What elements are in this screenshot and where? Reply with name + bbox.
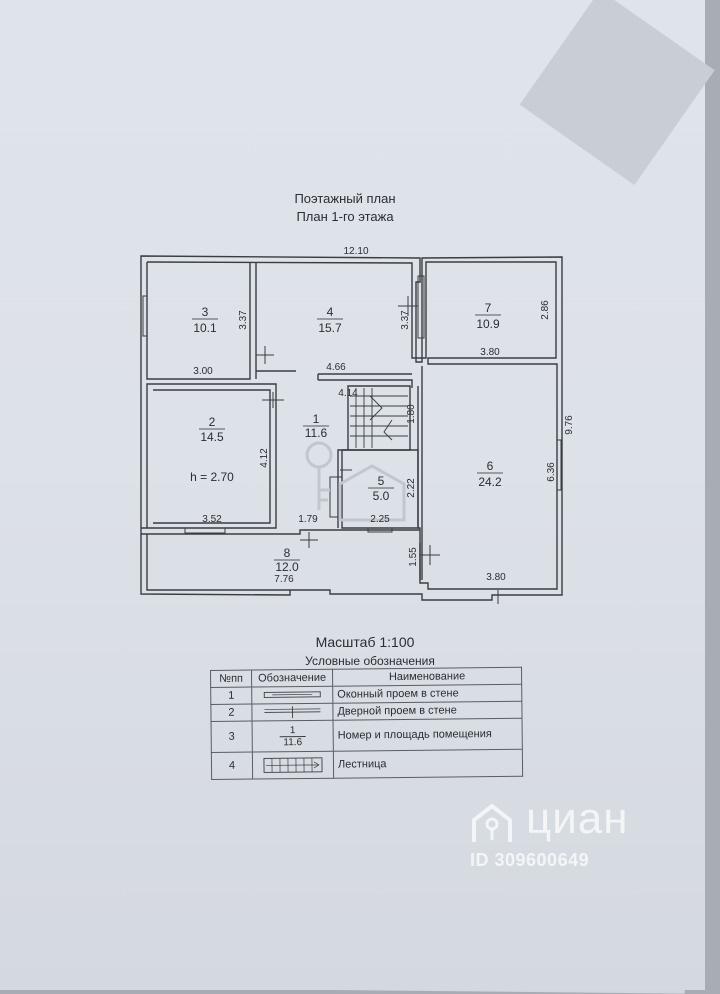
legend-row-name: Номер и площадь помещения	[333, 718, 522, 751]
window-r7-left	[418, 276, 424, 338]
dim-r2-height: 4.12	[259, 448, 270, 468]
legend-symbol-bottom: 11.6	[257, 736, 329, 748]
room-4-number: 4	[327, 305, 334, 319]
dim-r5-height: 2.22	[406, 478, 417, 498]
dim-r3-height: 3.37	[238, 310, 249, 330]
dim-r8-width: 7.76	[274, 574, 294, 585]
room-5-area: 5.0	[373, 489, 390, 503]
legend-row-num: 1	[211, 687, 252, 704]
room-7-number: 7	[485, 301, 492, 315]
cian-brand: циан	[526, 794, 629, 844]
dim-stair-height: 1.80	[406, 404, 417, 424]
legend-header-name: Наименование	[332, 667, 521, 686]
dim-r1-bottom: 1.79	[298, 514, 318, 525]
window-r2	[185, 528, 225, 533]
legend-row: 4 Лестница	[211, 749, 522, 779]
stairs-symbol-icon	[252, 751, 333, 779]
room-1-number: 1	[313, 412, 320, 426]
dim-r6-height: 6.36	[546, 462, 557, 482]
legend-row-num: 4	[211, 752, 252, 779]
room-1-area: 11.6	[305, 426, 328, 440]
dim-r3-width: 3.00	[193, 366, 213, 377]
legend-row-name: Лестница	[333, 749, 522, 778]
room-7-area: 10.9	[476, 317, 500, 331]
dim-r7-height: 2.86	[540, 300, 551, 320]
window-symbol-icon	[252, 686, 333, 704]
legend-row-name: Дверной проем в стене	[333, 701, 522, 720]
room-2-number: 2	[209, 415, 216, 429]
listing-id: ID 309600649	[470, 850, 589, 871]
key-icon-watermark	[307, 443, 404, 520]
plan-stairs	[350, 388, 408, 448]
legend-row-name: Оконный проем в стене	[333, 684, 522, 703]
room-6-area: 24.2	[478, 475, 502, 489]
door-r8	[300, 532, 318, 548]
scale-label: Масштаб 1:100	[260, 634, 470, 650]
cian-house-key-icon	[470, 800, 520, 844]
room-3-number: 3	[202, 305, 209, 319]
door-r2	[262, 392, 284, 408]
legend-row-num: 2	[211, 704, 252, 721]
legend-row-num: 3	[211, 721, 252, 752]
dim-overall-depth: 9.76	[564, 415, 575, 435]
dim-stair-width: 4.14	[338, 388, 358, 399]
room-4-area: 15.7	[318, 321, 342, 335]
room-5-number: 5	[378, 474, 385, 488]
cian-watermark: циан ID 309600649	[470, 790, 720, 900]
legend-header-num: №пп	[211, 670, 252, 687]
legend-header-symbol: Обозначение	[252, 669, 333, 687]
legend-symbol-top: 1	[280, 725, 306, 737]
dim-overall-width: 12.10	[343, 246, 368, 257]
room-8-number: 8	[284, 546, 291, 560]
dim-passage: 1.55	[408, 547, 419, 567]
door-symbol-icon	[252, 703, 333, 721]
ceiling-height: h = 2.70	[190, 470, 234, 484]
legend-table: №пп Обозначение Наименование 1 Оконный п…	[210, 667, 523, 780]
room-6-number: 6	[487, 459, 494, 473]
room-3-area: 10.1	[193, 321, 217, 335]
dim-r6-width: 3.80	[486, 572, 506, 583]
dim-r2-width: 3.52	[202, 514, 222, 525]
room-8-area: 12.0	[275, 560, 299, 574]
dim-r4-width: 4.66	[326, 362, 346, 373]
dim-r4-height: 3.37	[400, 310, 411, 330]
legend-title: Условные обозначения	[270, 654, 470, 668]
room-label-symbol-icon: 1 11.6	[252, 720, 333, 752]
door-r6-lower	[420, 545, 440, 565]
dim-r7-width: 3.80	[480, 347, 500, 358]
door-r3	[256, 346, 274, 364]
legend-row: 3 1 11.6 Номер и площадь помещения	[211, 718, 522, 752]
dim-r5-width: 2.25	[370, 514, 390, 525]
room-2-area: 14.5	[200, 430, 224, 444]
room-labels: 3 10.1 4 15.7 7 10.9 2 14.5 h = 2.70 1 1…	[190, 301, 503, 574]
